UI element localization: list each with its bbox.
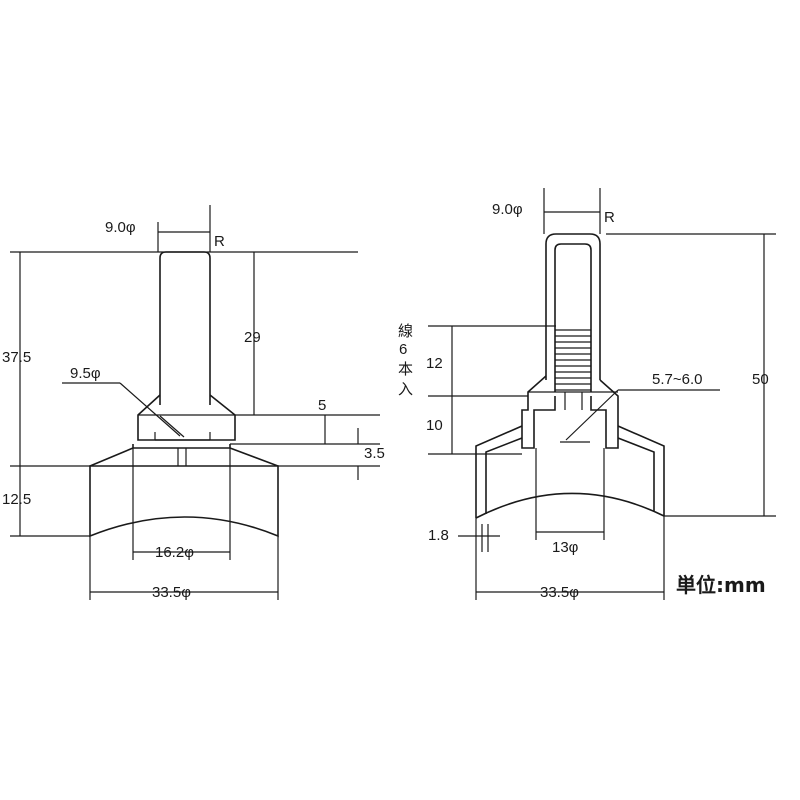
left-step35-label: 3.5 xyxy=(364,445,385,462)
left-radius-label: R xyxy=(214,233,225,250)
right-total-height-label: 50 xyxy=(752,371,769,388)
right-shoulder xyxy=(521,375,619,449)
right-dim12-label: 12 xyxy=(426,355,443,372)
left-outer-dia-label: 33.5φ xyxy=(152,584,191,601)
right-wire-range-label: 5.7~6.0 xyxy=(652,371,702,388)
right-radius-label: R xyxy=(604,209,615,226)
left-upper-height-label: 29 xyxy=(244,329,261,346)
right-top-dia-label: 9.0φ xyxy=(492,201,523,218)
right-view: 9.0φ R 12 10 線 6 本 入 50 5.7~6.0 1.8 13φ xyxy=(398,188,776,601)
right-wire-note-4: 入 xyxy=(398,381,413,398)
left-collar xyxy=(89,444,279,467)
right-thread xyxy=(555,329,591,391)
right-cap-outer xyxy=(545,233,601,380)
unit-label: 単位:mm xyxy=(676,573,766,597)
left-skirt-height-label: 12.5 xyxy=(2,491,31,508)
left-top-dia-label: 9.0φ xyxy=(105,219,136,236)
left-neck-dia-label: 9.5φ xyxy=(70,365,101,382)
left-total-height-label: 37.5 xyxy=(2,349,31,366)
right-wire-note-3: 本 xyxy=(398,361,413,378)
left-step5-label: 5 xyxy=(318,397,326,414)
right-inner-dia-label: 13φ xyxy=(552,539,579,556)
right-dim10-label: 10 xyxy=(426,417,443,434)
left-view: 9.0φ R 37.5 12.5 29 5 3.5 9.5φ 16.2φ xyxy=(2,205,385,601)
left-inner-dia-label: 16.2φ xyxy=(155,544,194,561)
right-cap-inner xyxy=(554,243,592,392)
left-shoulder-outline xyxy=(137,394,236,441)
right-wall-thickness-label: 1.8 xyxy=(428,527,449,544)
right-skirt-arc xyxy=(475,492,665,519)
right-wire-note-2: 6 xyxy=(399,341,407,358)
left-skirt xyxy=(89,465,279,538)
right-wire-note-1: 線 xyxy=(398,323,413,340)
right-wing-right xyxy=(617,425,665,516)
right-wing-left xyxy=(475,425,523,518)
left-cap-outline xyxy=(159,251,211,405)
right-outer-dia-label: 33.5φ xyxy=(540,584,579,601)
